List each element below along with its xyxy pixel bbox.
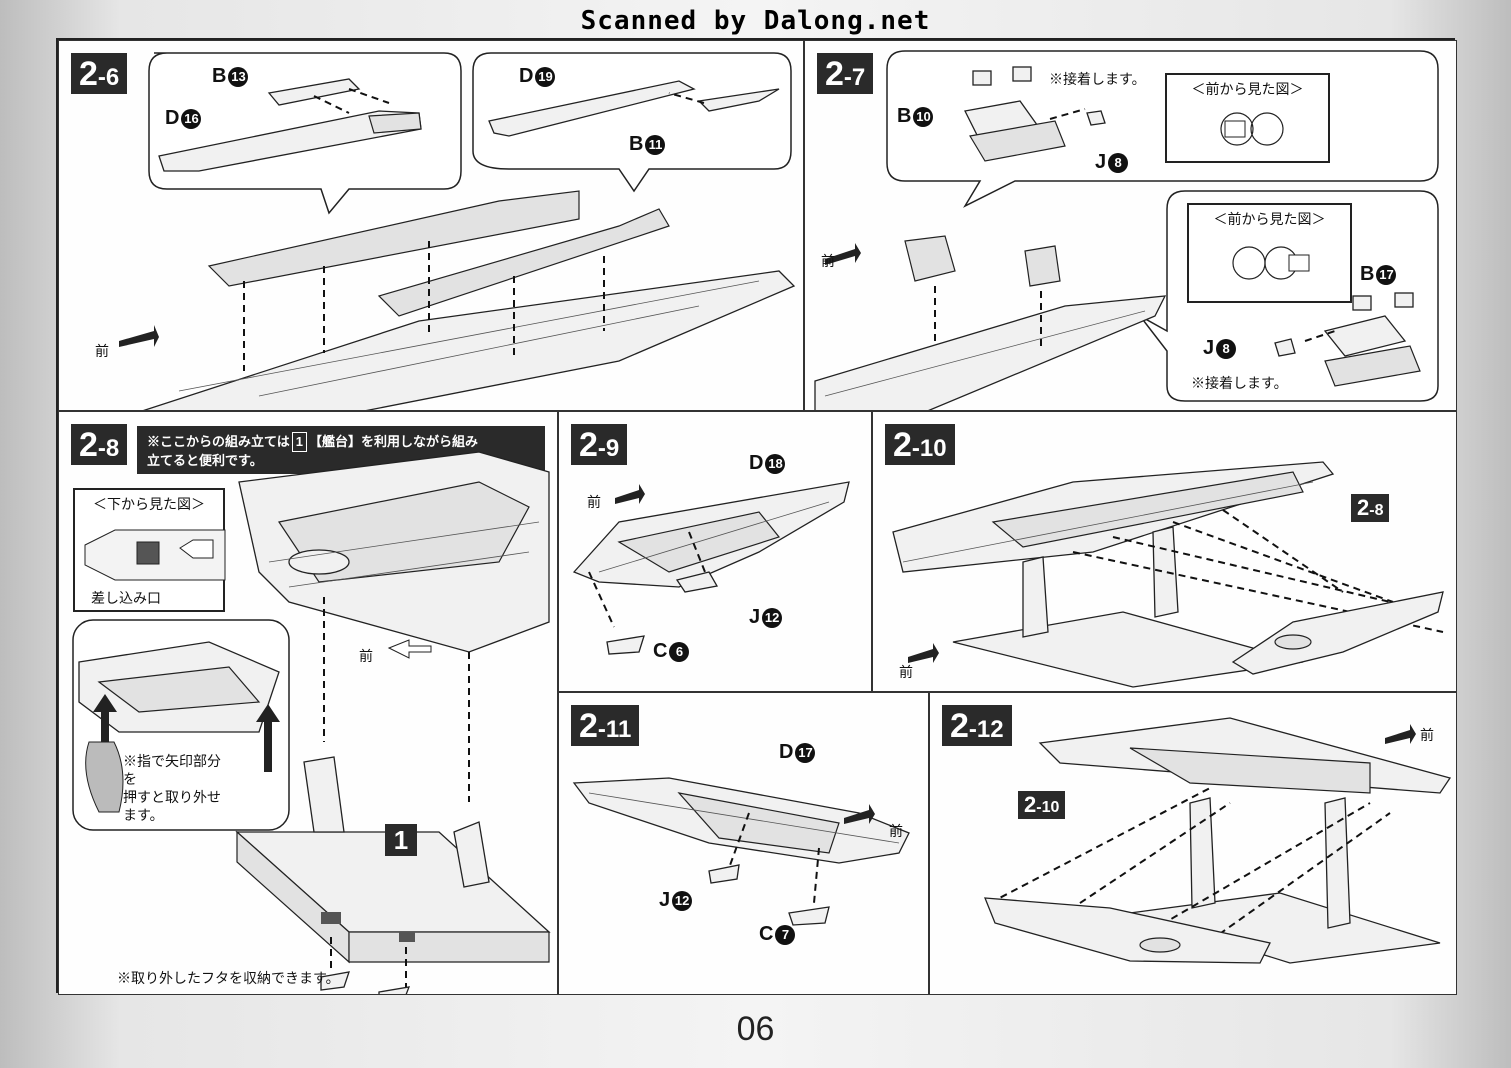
storage-note: ※取り外したフタを収納できます。 xyxy=(117,970,340,986)
step-2-12-badge: 2-12 xyxy=(942,705,1012,746)
step-2-6-illustration xyxy=(119,52,796,410)
step-2-11-badge: 2-11 xyxy=(571,705,640,746)
bottom-view-title: ＜下から見た図＞ xyxy=(93,496,205,512)
front-label-2-6: 前 xyxy=(95,343,109,359)
instruction-sheet: 2-6 xyxy=(56,38,1457,995)
tip-text-post: 【艦台】を利用しながら組み xyxy=(308,434,478,449)
step-2-9-illustration xyxy=(572,481,850,655)
step-2-6-panel: 2-6 xyxy=(58,40,804,411)
bottom-view-diagram xyxy=(84,529,226,581)
tip-text-line2: 立てると便利です。 xyxy=(147,453,263,468)
finger-note-line1: ※指で矢印部分を xyxy=(123,753,221,787)
step-2-8-badge: 2-8 xyxy=(71,424,128,465)
front-view-title-bottom: ＜前から見た図＞ xyxy=(1213,211,1326,227)
scan-banner: Scanned by Dalong.net xyxy=(580,6,931,36)
step-2-12-illustration xyxy=(984,717,1452,964)
finger-note-line3: ます。 xyxy=(123,807,164,823)
tip-box-number: 1 xyxy=(291,432,307,452)
finger-note-line2: 押すと取り外せ xyxy=(123,789,221,805)
stand-number-badge: 1 xyxy=(385,824,417,856)
front-label-2-7: 前 xyxy=(821,253,835,269)
finger-note: ※指で矢印部分を 押すと取り外せ ます。 xyxy=(123,752,233,824)
step-2-6-badge: 2-6 xyxy=(71,53,128,94)
step-2-9-badge: 2-9 xyxy=(571,424,628,465)
ref-step-2-8-badge: 2-8 xyxy=(1351,494,1390,522)
front-view-box-top: ＜前から見た図＞ xyxy=(1165,73,1330,163)
page-number: 06 xyxy=(736,1010,775,1048)
tip-text-pre: ※ここからの組み立ては xyxy=(147,434,290,449)
front-label-2-11: 前 xyxy=(889,823,903,839)
bottom-view-box: ＜下から見た図＞ 差し込み口 xyxy=(73,488,226,612)
front-label-2-10: 前 xyxy=(899,664,913,680)
front-label-2-9: 前 xyxy=(587,494,601,510)
front-label-2-12: 前 xyxy=(1420,727,1434,743)
step-2-7-badge: 2-7 xyxy=(817,53,874,94)
glue-note-top: ※接着します。 xyxy=(1049,71,1146,87)
front-label-2-8: 前 xyxy=(359,648,373,664)
ref-step-2-10-badge: 2-10 xyxy=(1018,791,1066,819)
step-2-8-illustration xyxy=(72,451,551,994)
step-2-10-panel: 2-10 2-8 前 xyxy=(872,411,1457,692)
step-2-10-badge: 2-10 xyxy=(885,424,955,465)
step-2-7-illustration xyxy=(814,50,1439,410)
step-2-10-illustration xyxy=(892,461,1444,688)
front-view-box-bottom: ＜前から見た図＞ xyxy=(1187,203,1352,303)
front-view-title-top: ＜前から見た図＞ xyxy=(1191,81,1304,97)
front-view-diagram-bottom xyxy=(1232,246,1310,280)
insert-slot-label: 差し込み口 xyxy=(91,590,161,606)
step-2-12-panel: 2-12 2-10 前 xyxy=(929,692,1457,995)
glue-note-bottom: ※接着します。 xyxy=(1191,375,1288,391)
step-2-11-illustration xyxy=(572,777,910,926)
front-view-diagram-top xyxy=(1220,112,1284,146)
